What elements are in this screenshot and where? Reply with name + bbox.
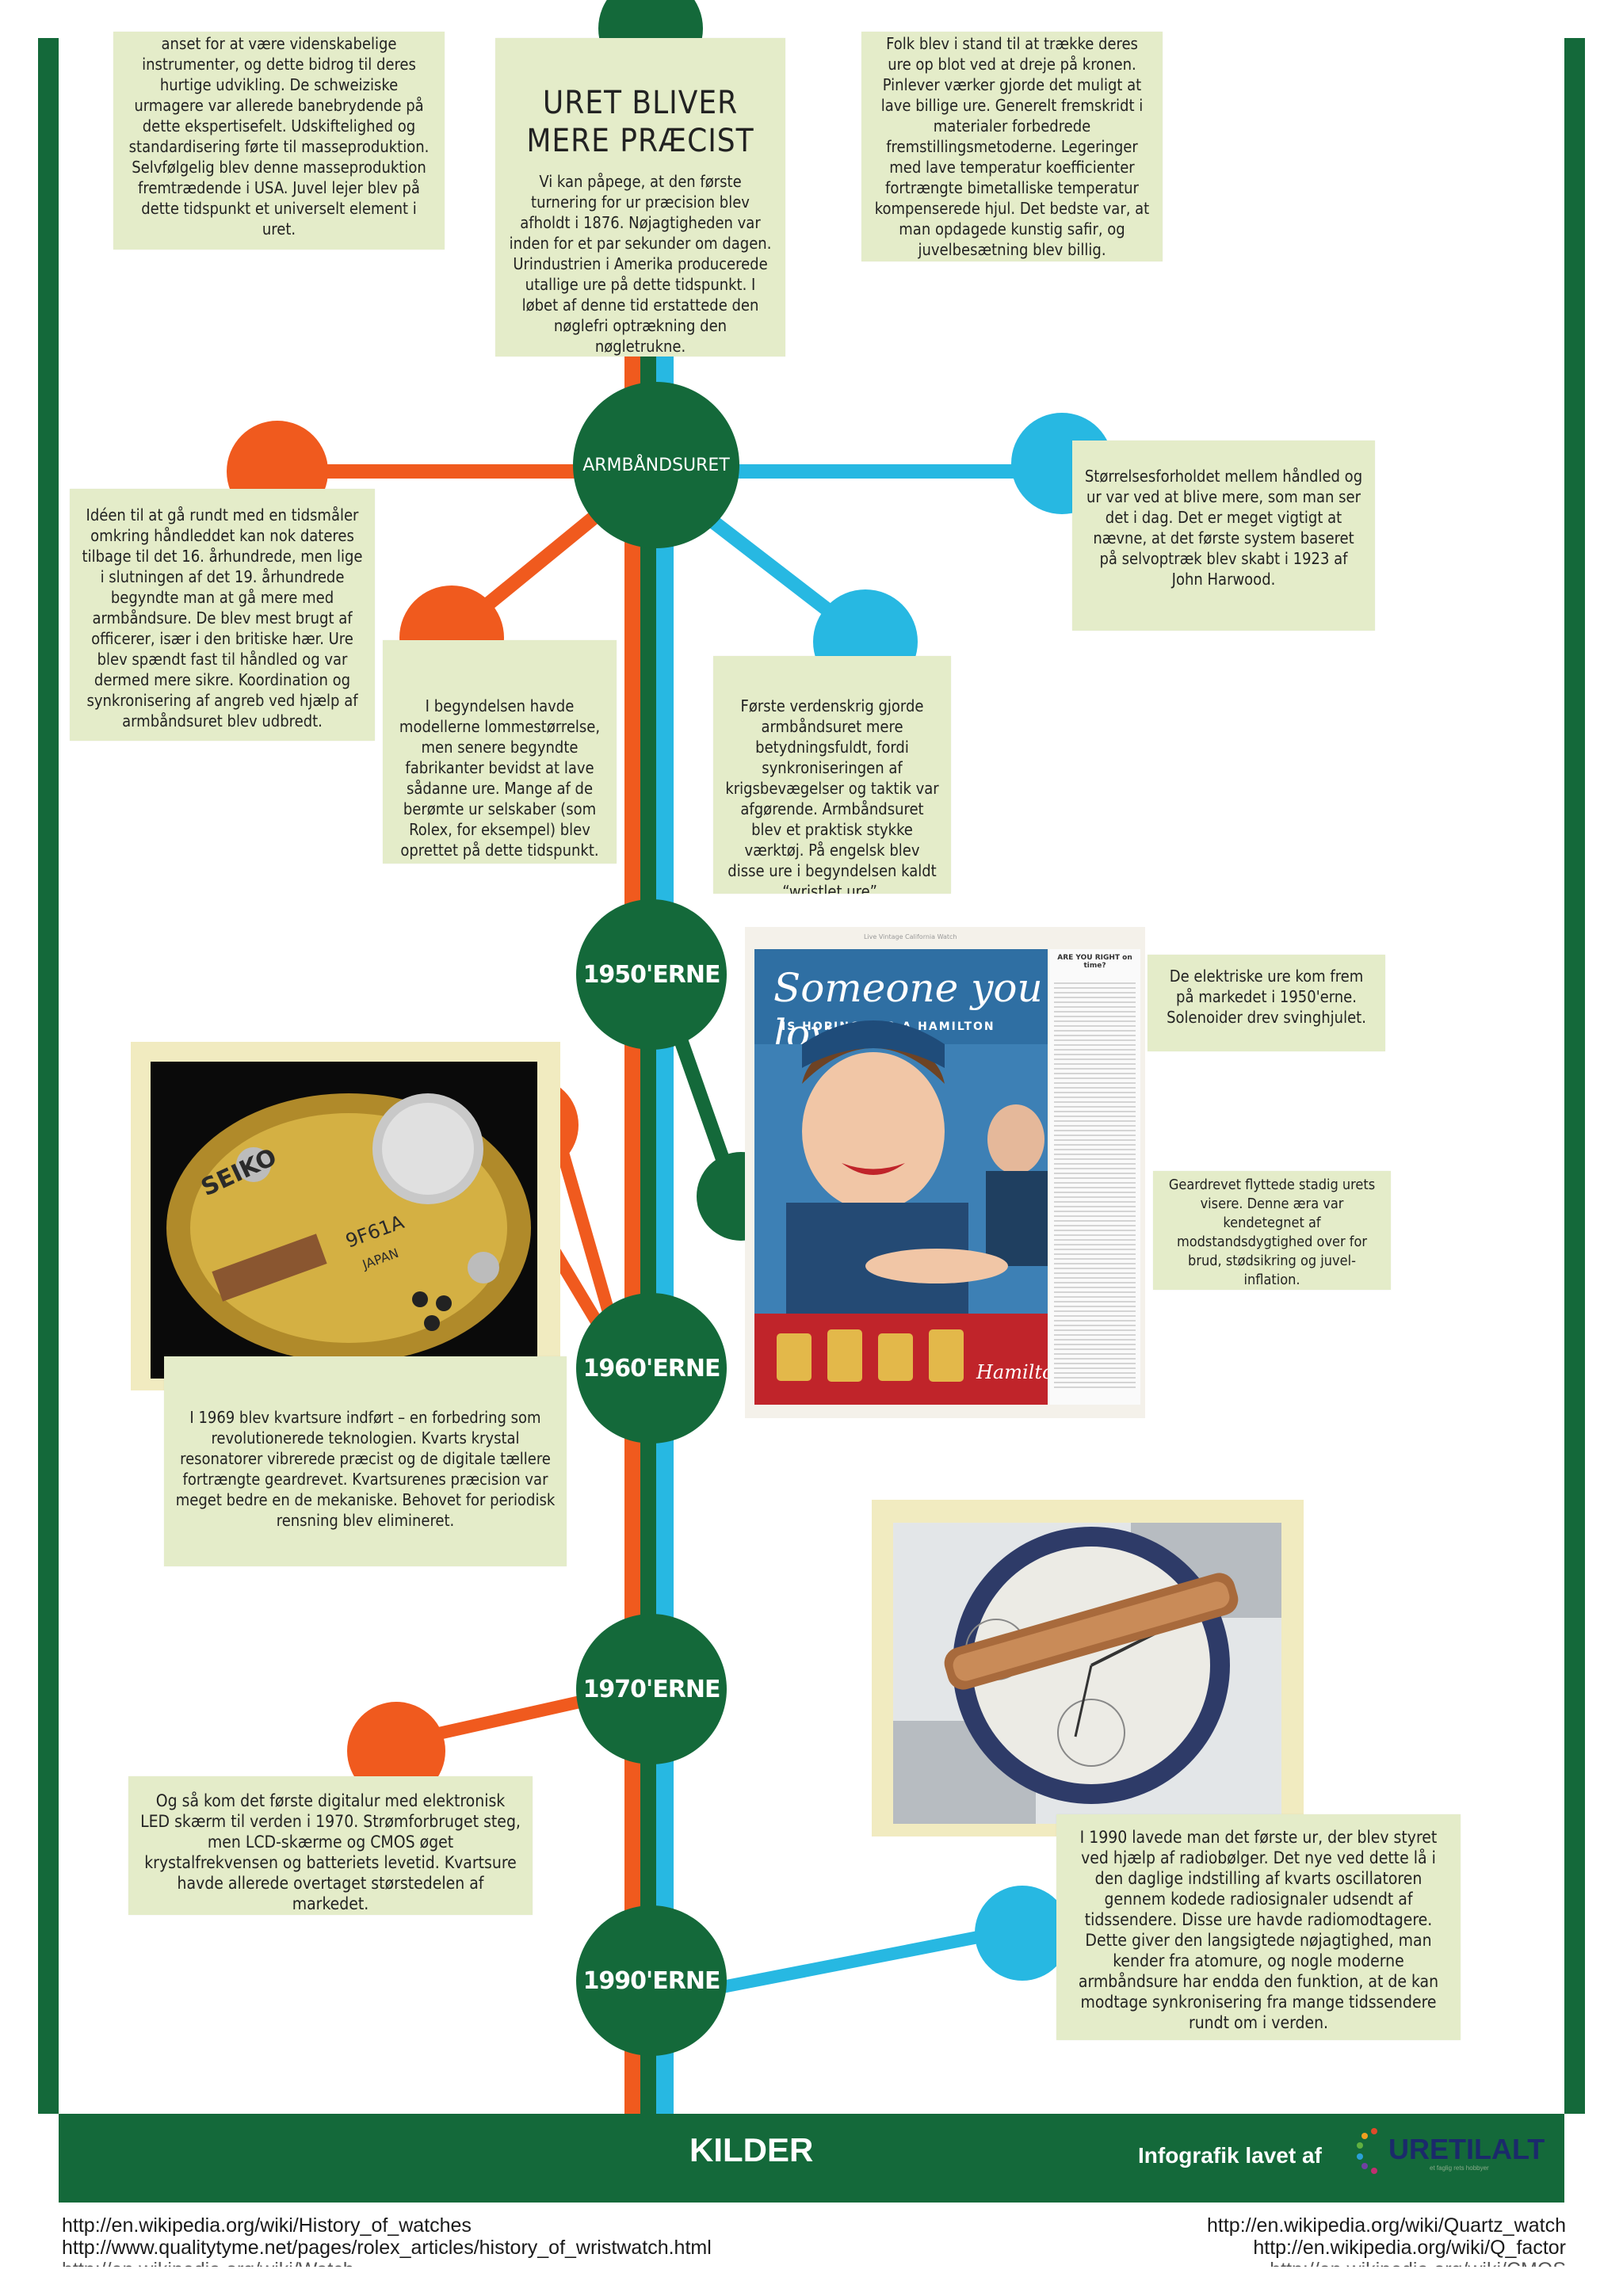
- seiko-movement-photo: SEIKO 9F61A JAPAN: [151, 1062, 537, 1379]
- armband-label: ARMBÅNDSURET: [582, 455, 730, 475]
- radio-watch-illustration: [893, 1523, 1281, 1824]
- source-link-right-3[interactable]: http://en.wikipedia.org/wiki/CMOS: [1270, 2259, 1566, 2267]
- logo-text: URETILALT: [1388, 2133, 1545, 2165]
- armband-center-left-text: I begyndelsen havde modellerne lommestør…: [399, 696, 601, 860]
- timeline-strand-blue: [656, 349, 674, 2123]
- ad-illustration: [754, 1020, 1048, 1405]
- blue-1990-circle: [975, 1886, 1070, 1981]
- ad-corner-text: ARE YOU RIGHT on time?: [1057, 954, 1132, 970]
- era-1970-label: 1970'ERNE: [582, 1675, 721, 1703]
- source-link-left-3[interactable]: http://en.wikipedia.org/wiki/Watch: [62, 2259, 354, 2267]
- logo-dots-icon: [1357, 2128, 1377, 2174]
- radio-watch-photo: [893, 1523, 1281, 1824]
- era-1950-node: 1950'ERNE: [576, 899, 727, 1050]
- seiko-illustration: SEIKO 9F61A JAPAN: [166, 1093, 531, 1363]
- era-1960-label: 1960'ERNE: [582, 1354, 721, 1383]
- right-frame-bar: [1564, 38, 1585, 2114]
- timeline-strand-orange: [624, 349, 640, 2123]
- sources-band: [0, 2203, 1623, 2296]
- top-left-text: anset for at være videnskabelige instrum…: [128, 34, 430, 238]
- hamilton-ad-image: Live Vintage California Watch Someone yo…: [745, 927, 1145, 1418]
- era-1970-node: 1970'ERNE: [576, 1614, 727, 1764]
- era-1970-box: Og så kom det første digitalur med elekt…: [128, 1776, 533, 1915]
- era-1950-text-1: De elektriske ure kom frem på markedet i…: [1167, 967, 1366, 1027]
- era-1990-label: 1990'ERNE: [582, 1966, 721, 1995]
- era-1960-box: I 1969 blev kvartsure indført – en forbe…: [164, 1356, 567, 1566]
- uretilalt-logo[interactable]: URETILALT et faglig rets hobbyer: [1354, 2122, 1545, 2177]
- left-frame-bar: [38, 38, 59, 2114]
- era-1950-text-2: Geardrevet flyttede stadig urets visere.…: [1168, 1177, 1376, 1288]
- ad-main-panel: Someone you love IS HOPING FOR A HAMILTO…: [754, 949, 1048, 1405]
- top-right-text: Folk blev i stand til at trække deres ur…: [874, 34, 1150, 259]
- armband-right-text: Størrelsesforholdet mellem håndled og ur…: [1084, 467, 1363, 589]
- era-1950-box-1: De elektriske ure kom frem på markedet i…: [1148, 955, 1385, 1051]
- top-left-info-box: anset for at være videnskabelige instrum…: [113, 32, 445, 250]
- sources-title: KILDER: [689, 2131, 814, 2168]
- timeline-strand-green: [640, 349, 656, 2123]
- era-1990-box: I 1990 lavede man det første ur, der ble…: [1056, 1814, 1461, 2040]
- armband-left-text: Idéen til at gå rundt med en tidsmåler o…: [82, 505, 363, 730]
- precision-text: Vi kan påpege, at den første turnering f…: [509, 172, 772, 356]
- era-1990-node: 1990'ERNE: [576, 1905, 727, 2056]
- armband-center-right-box: Første verdenskrig gjorde armbåndsuret m…: [713, 656, 951, 894]
- era-1950-box-2: Geardrevet flyttede stadig urets visere.…: [1153, 1171, 1391, 1290]
- precision-title: URET BLIVER MERE PRÆCIST: [526, 85, 754, 159]
- era-1960-text: I 1969 blev kvartsure indført – en forbe…: [175, 1408, 556, 1530]
- era-1960-node: 1960'ERNE: [576, 1293, 727, 1444]
- armband-node: ARMBÅNDSURET: [573, 382, 739, 548]
- source-link-right-2[interactable]: http://en.wikipedia.org/wiki/Q_factor: [1253, 2237, 1566, 2259]
- credit-label: Infografik lavet af: [1138, 2143, 1322, 2168]
- era-1970-text: Og så kom det første digitalur med elekt…: [140, 1791, 521, 1913]
- top-right-info-box: Folk blev i stand til at trække deres ur…: [861, 32, 1163, 261]
- armband-center-right-text: Første verdenskrig gjorde armbåndsuret m…: [725, 696, 939, 894]
- era-1950-label: 1950'ERNE: [582, 960, 721, 989]
- armband-right-box: Størrelsesforholdet mellem håndled og ur…: [1072, 441, 1375, 631]
- armband-left-box: Idéen til at gå rundt med en tidsmåler o…: [70, 489, 375, 741]
- ad-brand: Hamilton: [976, 1361, 1048, 1383]
- source-link-right-1[interactable]: http://en.wikipedia.org/wiki/Quartz_watc…: [1207, 2214, 1566, 2237]
- source-link-left-2[interactable]: http://www.qualitytyme.net/pages/rolex_a…: [62, 2237, 712, 2259]
- ad-side-column: ARE YOU RIGHT on time?: [1049, 949, 1140, 1405]
- precision-box: URET BLIVER MERE PRÆCIST Vi kan påpege, …: [495, 38, 785, 357]
- logo-tagline: et faglig rets hobbyer: [1430, 2164, 1489, 2172]
- orange-1970-circle: [347, 1702, 445, 1800]
- ad-caption: Live Vintage California Watch: [864, 933, 957, 940]
- era-1990-text: I 1990 lavede man det første ur, der ble…: [1078, 1828, 1439, 2032]
- armband-center-left-box: I begyndelsen havde modellerne lommestør…: [383, 640, 617, 864]
- source-link-left-1[interactable]: http://en.wikipedia.org/wiki/History_of_…: [62, 2214, 472, 2237]
